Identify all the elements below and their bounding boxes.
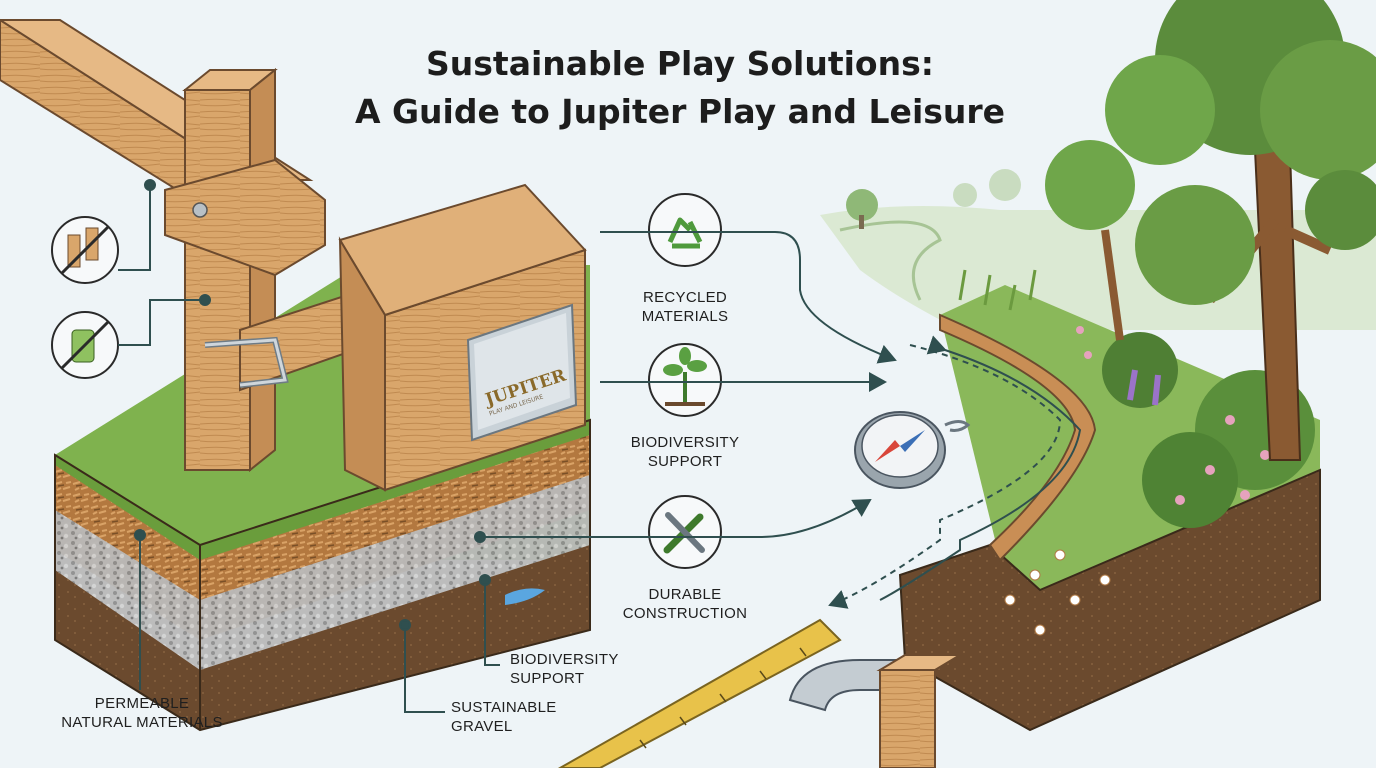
label-sustainable-gravel: SUSTAINABLE GRAVEL <box>451 698 557 736</box>
feature-label-line1: DURABLE <box>648 586 722 603</box>
timber-structure <box>0 18 587 492</box>
feature-label-line1: BIODIVERSITY <box>630 434 740 451</box>
label-line2: GRAVEL <box>451 718 513 735</box>
feature-durable-construction: DURABLE CONSTRUCTION <box>610 585 760 623</box>
trees <box>1045 0 1376 461</box>
feature-biodiversity-support: BIODIVERSITY SUPPORT <box>615 433 755 471</box>
connector-lines <box>118 179 1082 713</box>
label-line1: BIODIVERSITY <box>510 651 619 668</box>
label-line1: PERMEABLE <box>94 695 190 712</box>
title-line-1: Sustainable Play Solutions: <box>426 44 934 83</box>
recycle-icon <box>648 193 722 267</box>
label-line2: NATURAL MATERIALS <box>61 714 223 731</box>
title-line-2: A Guide to Jupiter Play and Leisure <box>354 92 1006 131</box>
compass-icon <box>854 411 971 489</box>
feature-label-line1: RECYCLED <box>642 289 728 306</box>
feature-recycled-materials: RECYCLED MATERIALS <box>615 288 755 326</box>
no-treated-timber-icon <box>51 216 119 284</box>
no-plastic-icon <box>51 311 119 379</box>
label-line1: SUSTAINABLE <box>451 699 557 716</box>
tools-icon <box>648 495 722 569</box>
label-permeable-natural-materials: PERMEABLE NATURAL MATERIALS <box>42 694 242 732</box>
label-biodiversity-support-ground: BIODIVERSITY SUPPORT <box>510 650 619 688</box>
measuring-tape <box>557 618 842 768</box>
page-title: Sustainable Play Solutions: A Guide to J… <box>300 40 1060 136</box>
metal-bracket <box>788 654 964 768</box>
feature-label-line2: CONSTRUCTION <box>622 605 748 622</box>
seedling-icon <box>648 343 722 417</box>
feature-label-line2: SUPPORT <box>647 453 723 470</box>
label-line2: SUPPORT <box>510 670 585 687</box>
garden-bed <box>898 269 1321 732</box>
feature-label-line2: MATERIALS <box>641 308 729 325</box>
